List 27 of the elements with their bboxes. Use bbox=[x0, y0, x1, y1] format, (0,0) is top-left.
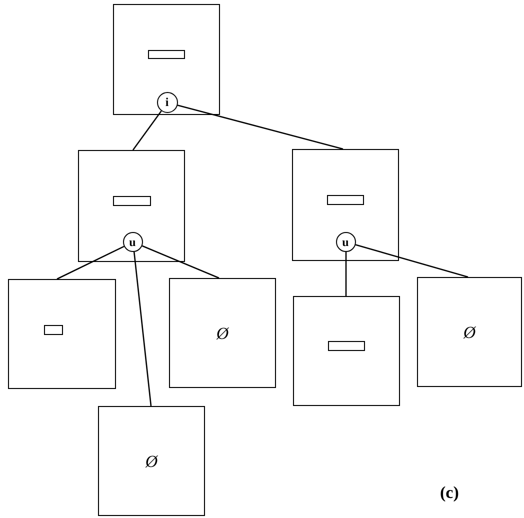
connector-line bbox=[345, 252, 347, 296]
empty-set-symbol: Ø bbox=[463, 324, 476, 340]
node-letter: u bbox=[129, 236, 136, 248]
connector-line bbox=[132, 110, 162, 150]
empty-set-symbol: Ø bbox=[145, 452, 158, 470]
square-box bbox=[292, 149, 399, 261]
small-rectangle bbox=[326, 194, 364, 204]
square-box bbox=[417, 277, 522, 387]
square-box bbox=[113, 4, 220, 115]
connector-line bbox=[177, 104, 344, 150]
square-box bbox=[293, 296, 400, 406]
connector-line bbox=[56, 246, 124, 280]
connector-line bbox=[133, 252, 152, 406]
square-box bbox=[78, 150, 185, 262]
connector-line bbox=[142, 245, 220, 279]
empty-set-symbol: Ø bbox=[216, 324, 229, 342]
figure-label: (c) bbox=[440, 482, 459, 504]
connector-line bbox=[355, 244, 468, 278]
small-rectangle bbox=[112, 196, 150, 206]
small-rectangle bbox=[44, 324, 62, 334]
node-letter: u bbox=[342, 236, 349, 248]
square-box bbox=[169, 278, 276, 388]
square-box bbox=[98, 406, 205, 516]
square-box bbox=[8, 279, 116, 389]
small-rectangle bbox=[328, 340, 364, 350]
node-letter: i bbox=[165, 96, 169, 108]
small-rectangle bbox=[148, 50, 184, 58]
